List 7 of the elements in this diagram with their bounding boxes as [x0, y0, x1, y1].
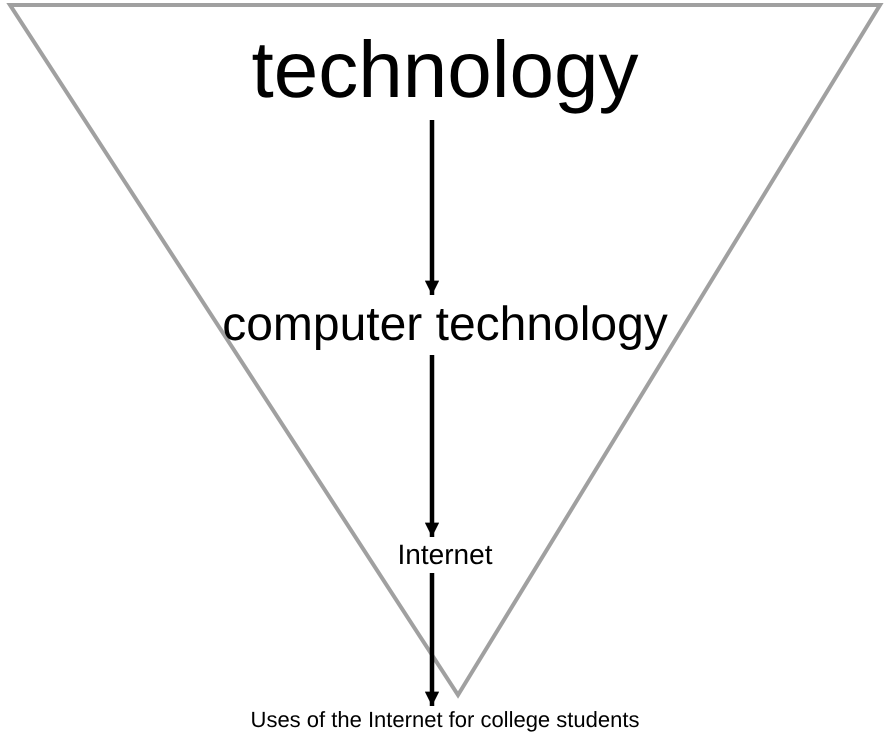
arrow	[424, 120, 440, 295]
arrow	[424, 573, 440, 706]
node-label: technology	[252, 20, 638, 120]
arrow	[424, 355, 440, 537]
node-label: computer technology	[222, 295, 668, 355]
node-label: Internet	[398, 537, 492, 573]
node-label: Uses of the Internet for college students	[250, 706, 640, 734]
